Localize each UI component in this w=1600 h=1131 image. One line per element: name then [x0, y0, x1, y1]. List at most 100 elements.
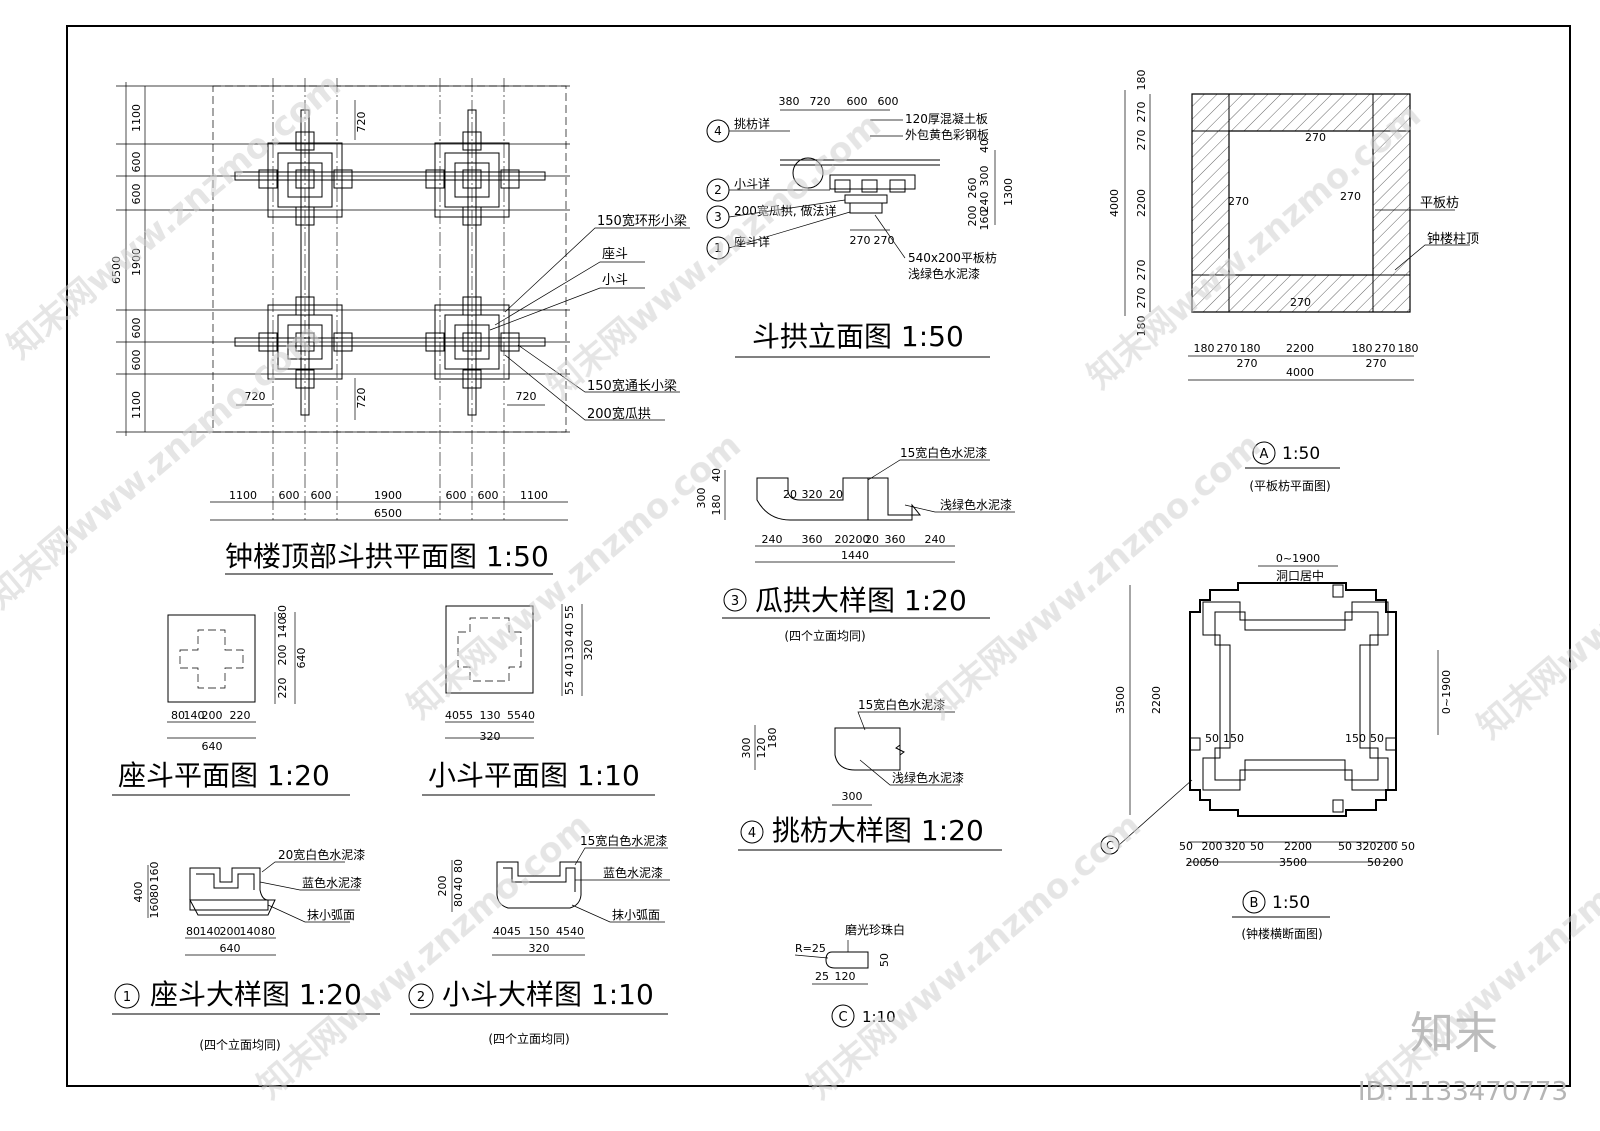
seatp-right-2: 80 [276, 605, 289, 619]
dim-720-b: 720 [355, 388, 368, 409]
melon-top-1: 20 [783, 488, 797, 501]
smalld-bot-2: 45 [507, 925, 521, 938]
a-left-total: 4000 [1108, 189, 1121, 217]
b-bot2-2: 50 [1205, 856, 1219, 869]
seatd-bot-1: 80 [186, 925, 200, 938]
plan-a: 4000 180 270 270 2200 270 270 180 270 27… [1108, 70, 1479, 494]
melon-left-2: 180 [710, 495, 723, 516]
b-left-total: 3500 [1114, 686, 1127, 714]
seatd-bot-2: 140 [200, 925, 221, 938]
b-inner-150a: 150 [1223, 732, 1244, 745]
elev-note-paint: 浅绿色水泥漆 [908, 266, 980, 281]
smallp-title: 小斗平面图 1:10 [428, 759, 640, 792]
b-top-note: 0~1900 [1276, 552, 1320, 565]
beam-note-1: 15宽白色水泥漆 [858, 697, 945, 712]
a-left-2: 270 [1135, 102, 1148, 123]
melon-left-1: 40 [710, 468, 723, 482]
smallp-right-4: 40 [563, 663, 576, 677]
sheet-border [66, 25, 1571, 1087]
a-left-5: 270 [1135, 260, 1148, 281]
elev-bot-1: 270 [850, 234, 871, 247]
seatd-left-3: 80 [148, 884, 161, 898]
melon-subtitle: (四个立面均同) [784, 628, 865, 643]
elev-bot-2: 270 [874, 234, 895, 247]
melon-title: 瓜拱大样图 1:20 [755, 584, 967, 617]
plan-outline-dashed [212, 85, 567, 433]
a-subtitle: (平板枋平面图) [1249, 478, 1330, 493]
label-ring-beam: 150宽环形小梁 [597, 213, 687, 229]
seatd-title: 座斗大样图 1:20 [150, 978, 362, 1011]
smalld-left-1: 200 [436, 876, 449, 897]
c-radius: R=25 [795, 942, 826, 955]
smalld-bot-3: 150 [529, 925, 550, 938]
elev-right-6: 160 [978, 210, 991, 231]
b-subtitle: (钟楼横断面图) [1241, 926, 1322, 941]
elev-top-2: 720 [810, 95, 831, 108]
b-bot-9: 50 [1401, 840, 1415, 853]
beam-title: 挑枋大样图 1:20 [772, 814, 984, 847]
dim-left-7: 1100 [130, 391, 143, 419]
b-bot-7: 320 [1356, 840, 1377, 853]
elev-note-slab: 540x200平板枋 [908, 250, 997, 265]
elev-right-5: 200 [966, 206, 979, 227]
dim-720-c: 720 [245, 390, 266, 403]
b-bot-4: 50 [1250, 840, 1264, 853]
beam-title-num: 4 [748, 826, 756, 841]
a-inner-1: 270 [1305, 131, 1326, 144]
smalld-left-4: 80 [452, 893, 465, 907]
melon-bot-5: 360 [885, 533, 906, 546]
seatd-left-1: 400 [132, 882, 145, 903]
dim-bot-1: 1100 [229, 489, 257, 502]
melon-left-3: 300 [695, 488, 708, 509]
a-title-num: A [1260, 447, 1269, 462]
seatd-total: 640 [220, 942, 241, 955]
smalld-left-2: 80 [452, 859, 465, 873]
melon-top-3: 20 [829, 488, 843, 501]
dim-left-4: 1900 [130, 248, 143, 276]
c-dim-1: 25 [815, 970, 829, 983]
beam-left-1: 300 [740, 738, 753, 759]
c-title-scale: 1:10 [862, 1008, 896, 1026]
b-inner-50b: 50 [1370, 732, 1384, 745]
watermark-10: 知末网www.znzmo.com [1470, 445, 1600, 747]
a-bot-6: 270 [1375, 342, 1396, 355]
smallp-right-1: 55 [563, 605, 576, 619]
ref-num-3: 3 [714, 210, 722, 224]
plan-b: 0~1900 洞口居中 0~1900 3500 2200 50 150 150 … [1100, 552, 1453, 941]
beam-bot: 300 [842, 790, 863, 803]
b-bot-total: 3500 [1279, 856, 1307, 869]
a-left-3: 270 [1135, 130, 1148, 151]
smalld-note-1: 15宽白色水泥漆 [580, 833, 667, 848]
melon-bot-total: 1440 [841, 549, 869, 562]
seatp-title: 座斗平面图 1:20 [118, 759, 330, 792]
melon-note-2: 浅绿色水泥漆 [940, 497, 1012, 512]
melon-bot-3: 20200 [835, 533, 870, 546]
seatd-note-2: 蓝色水泥漆 [302, 876, 362, 890]
seatd-bot-4: 140 [240, 925, 261, 938]
ref-num-4: 4 [714, 124, 722, 138]
a-left-1: 180 [1135, 70, 1148, 91]
seatp-total-right: 640 [295, 648, 308, 669]
node-tr [425, 131, 520, 226]
seatd-bot-5: 80 [261, 925, 275, 938]
label-melon-arch: 200宽瓜拱 [587, 406, 651, 422]
elev-right-1: 40 [978, 139, 991, 153]
seatd-left-4: 160 [148, 898, 161, 919]
a-bot-1: 180 [1194, 342, 1215, 355]
smallp-bot-4: 55 [507, 709, 521, 722]
melon-detail: 20 320 20 40 180 300 15宽白色水泥漆 浅绿色水泥漆 240… [695, 445, 1015, 643]
title-elevation: 斗拱立面图 1:50 [752, 320, 964, 353]
seat-plan: 80 140 200 220 640 140 80 200 220 640 座斗… [112, 605, 350, 796]
melon-bot-1: 240 [762, 533, 783, 546]
label-through-beam: 150宽通长小梁 [587, 378, 677, 394]
dim-bot-7: 1100 [520, 489, 548, 502]
melon-bot-4: 20 [865, 533, 879, 546]
elev-top-4: 600 [878, 95, 899, 108]
elev-refs: 4 挑枋详 2 小斗详 3 200宽瓜拱, 做法详 1 座斗详 [706, 116, 851, 260]
smalld-bot-4: 45 [556, 925, 570, 938]
beam-note-2: 浅绿色水泥漆 [892, 770, 964, 785]
a-bot-7: 180 [1398, 342, 1419, 355]
smallp-right-3: 130 [563, 640, 576, 661]
c-note: 磨光珍珠白 [845, 922, 905, 937]
seatp-bot-1: 80 [171, 709, 185, 722]
